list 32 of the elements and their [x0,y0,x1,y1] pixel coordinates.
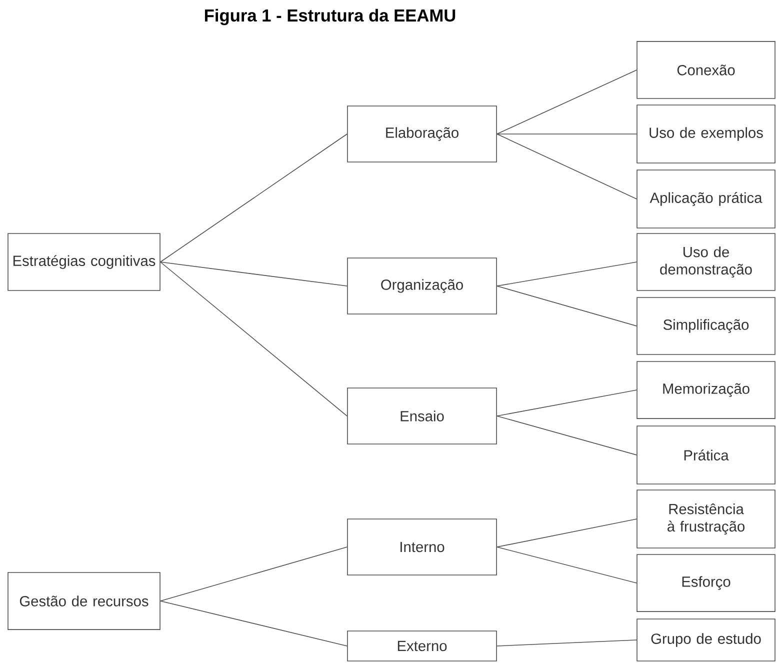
text-box: Interno [347,518,497,576]
text-box: Uso de exemplos [636,104,776,164]
text-box: Estratégias cognitivas [8,233,160,291]
connector-line [496,262,637,286]
text-box: Gestão de recursos [8,572,160,630]
connector-line [160,134,348,262]
text-box: Organização [347,258,497,314]
connector-line [496,286,637,326]
connector-line [160,600,348,646]
text-box: Conexão [636,41,776,99]
text-box: Grupo de estudo [636,618,776,662]
text-box: Elaboração [347,106,497,162]
connector-line [496,518,637,548]
text-box: Esforço [636,554,776,612]
connector-line [496,416,637,456]
connector-line [160,262,348,286]
text-box: Resistência à frustração [636,490,776,548]
text-box: Uso de demonstração [636,233,776,291]
connector-line [160,546,348,602]
figure-title: Figura 1 - Estrutura da EEAMU [204,8,456,26]
connector-line [496,134,637,200]
text-box: Externo [347,630,497,662]
connector-line [496,640,637,646]
connector-line [496,390,637,416]
text-box: Memorização [636,361,776,419]
connector-line [496,546,637,584]
text-box: Aplicação prática [636,170,776,228]
text-box: Ensaio [347,388,497,444]
connector-line [496,70,637,134]
connector-line [160,262,348,416]
text-box: Prática [636,426,776,484]
text-box: Simplificação [636,297,776,355]
